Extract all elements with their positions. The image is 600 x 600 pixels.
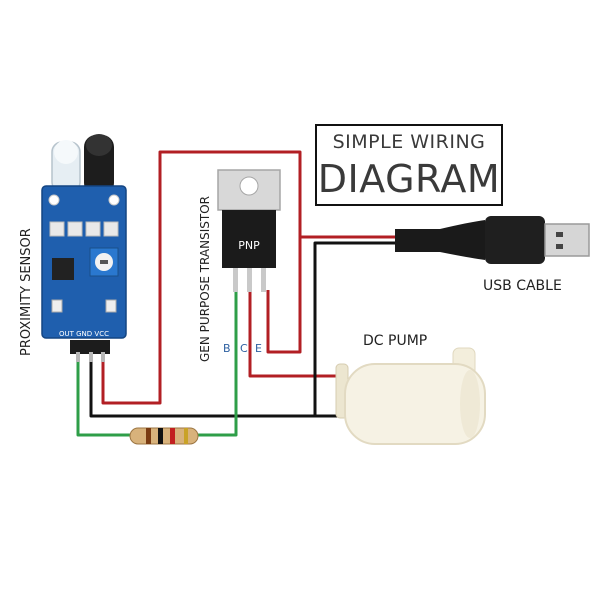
usb-cable-label: USB CABLE xyxy=(483,278,562,294)
transistor-type: PNP xyxy=(238,239,260,252)
usb-cable xyxy=(395,216,590,264)
red-wire-pump xyxy=(248,290,338,378)
pump-body xyxy=(344,363,486,445)
transistor-label: GEN PURPOSE TRANSISTOR xyxy=(198,196,212,362)
black-wire-usb xyxy=(313,241,395,416)
proximity-sensor: OUT GND VCC xyxy=(41,134,127,362)
transistor-body xyxy=(222,210,276,268)
dc-pump-label: DC PUMP xyxy=(363,333,427,349)
sensor-pin-label: OUT GND VCC xyxy=(59,330,109,338)
pnp-transistor: PNP xyxy=(217,169,281,292)
title-box: SIMPLE WIRING DIAGRAM xyxy=(315,124,503,206)
green-wire-base xyxy=(198,290,238,437)
sensor-header xyxy=(70,340,110,354)
proximity-sensor-label: PROXIMITY SENSOR xyxy=(19,228,34,356)
pin-b-label: B xyxy=(223,342,231,355)
dc-pump xyxy=(335,347,486,445)
wires xyxy=(76,150,395,437)
red-wire-vcc xyxy=(101,150,302,405)
black-wire-gnd xyxy=(89,360,338,418)
usb-plug-body xyxy=(485,216,545,264)
pin-c-label: C xyxy=(240,342,248,355)
usb-connector xyxy=(544,223,590,257)
green-wire-out xyxy=(76,360,130,437)
title-line1: SIMPLE WIRING xyxy=(333,131,486,153)
pin-e-label: E xyxy=(255,342,262,355)
resistor xyxy=(129,427,199,445)
title-line2: DIAGRAM xyxy=(318,157,500,201)
